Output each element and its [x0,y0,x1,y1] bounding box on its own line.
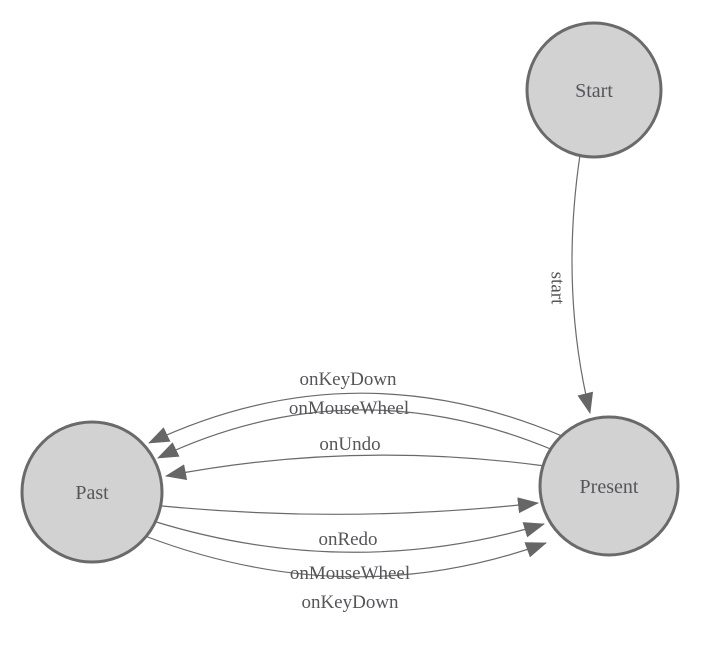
edge-label-onredo: onRedo [318,529,377,550]
node-present: Present [538,415,680,557]
edge-label-group: start onKeyDown onMouseWheel onUndo onRe… [289,272,568,613]
node-start-circle [525,21,663,159]
edge-present-to-past-onundo [165,454,546,481]
node-present-label: Present [580,476,639,498]
edge-past-to-present-onmousewheel [152,520,545,553]
node-start: Start [525,21,663,159]
edge-label-onundo: onUndo [319,434,380,455]
edge-label-start: start [547,272,568,305]
edge-present-to-past-onkeydown [148,392,563,444]
node-past-label: Past [75,482,109,504]
node-start-label: Start [575,80,613,102]
edge-past-to-present-onkeydown [144,535,547,578]
node-present-circle [538,415,680,557]
edge-present-to-past-onmousewheel [157,409,554,459]
edge-label-onmousewheel-bottom: onMouseWheel [290,563,410,584]
node-past-circle [20,420,164,564]
edge-label-onmousewheel-top: onMouseWheel [289,398,409,419]
edge-start-to-present [571,154,594,414]
edge-label-onkeydown-bottom: onKeyDown [301,592,399,613]
edge-group [144,154,594,578]
edge-past-to-present-onredo [161,497,539,515]
node-past: Past [20,420,164,564]
edge-label-onkeydown-top: onKeyDown [299,369,397,390]
